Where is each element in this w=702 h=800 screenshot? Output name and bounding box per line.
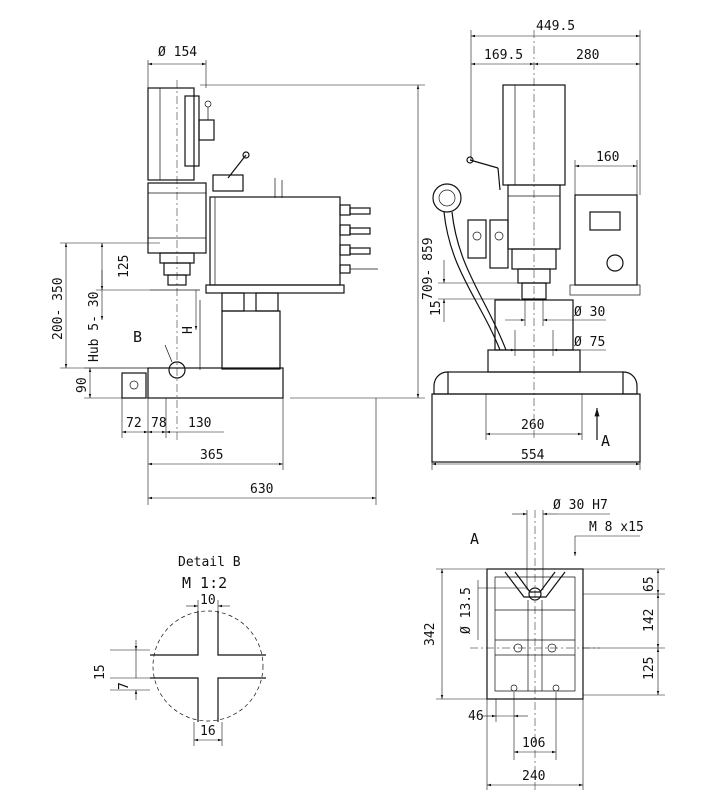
view-a-dim-240: 240 (522, 769, 545, 784)
detail-b: Detail B M 1:2 10 15 7 16 (93, 555, 266, 746)
detail-b-dim-10: 10 (200, 593, 216, 608)
view-a-dia-30-h7: Ø 30 H7 (553, 498, 608, 513)
front-dim-554: 554 (521, 448, 545, 463)
side-dim-200-350: 200- 350 (51, 277, 66, 340)
side-dim-630: 630 (250, 482, 273, 497)
front-dia-75: Ø 75 (574, 335, 605, 350)
side-height-709-859: 709- 859 (421, 237, 436, 300)
side-main-body (209, 196, 341, 286)
front-knob (606, 254, 624, 272)
side-dia-154: Ø 154 (158, 45, 197, 60)
side-view: Ø 154 709- 859 125 200- 350 Hub 5- 30 H … (51, 45, 436, 505)
side-label-B: B (133, 328, 142, 346)
front-dim-15: 15 (429, 300, 444, 316)
front-dim-169-5: 169.5 (484, 48, 523, 63)
view-a-dim-46: 46 (468, 709, 484, 724)
side-hub-5-30: Hub 5- 30 (87, 292, 102, 362)
front-view: 449.5 169.5 280 160 15 Ø 30 Ø 75 (429, 19, 641, 470)
view-a-dim-142: 142 (642, 609, 657, 632)
detail-b-title: Detail B (178, 555, 241, 570)
side-label-H: H (181, 326, 196, 334)
side-base (147, 367, 284, 399)
front-dim-449-5: 449.5 (536, 19, 575, 34)
side-column (221, 310, 281, 370)
side-dim-90: 90 (75, 377, 90, 393)
detail-b-circle (152, 610, 264, 722)
side-dim-78: 78 (151, 416, 167, 431)
front-display (589, 211, 621, 231)
view-a-dia-13-5: Ø 13.5 (459, 587, 474, 634)
view-a-dim-106: 106 (522, 736, 545, 751)
front-label-A: A (601, 432, 610, 450)
view-a-label: A (470, 530, 479, 548)
view-a-dim-125: 125 (642, 657, 657, 680)
view-a-dim-342: 342 (423, 623, 438, 646)
front-dia-30: Ø 30 (574, 305, 605, 320)
front-dim-280: 280 (576, 48, 599, 63)
view-a-thread-m8: M 8 x15 (589, 520, 644, 535)
detail-b-dim-7: 7 (117, 682, 132, 690)
detail-b-dim-16: 16 (200, 724, 216, 739)
front-dim-260: 260 (521, 418, 544, 433)
front-base (431, 393, 641, 463)
detail-b-dim-15: 15 (93, 664, 108, 680)
detail-b-scale: M 1:2 (182, 574, 227, 592)
view-a: A Ø 30 H7 M 8 x15 Ø 13.5 (423, 498, 665, 790)
side-dim-365: 365 (200, 448, 223, 463)
view-a-dim-65: 65 (642, 576, 657, 592)
front-dim-160: 160 (596, 150, 619, 165)
side-motor-housing (147, 87, 195, 181)
side-dim-72: 72 (126, 416, 142, 431)
side-dim-130: 130 (188, 416, 211, 431)
detail-b-t-slot (150, 611, 266, 722)
front-control-box (574, 194, 638, 286)
side-dim-125: 125 (117, 255, 132, 278)
